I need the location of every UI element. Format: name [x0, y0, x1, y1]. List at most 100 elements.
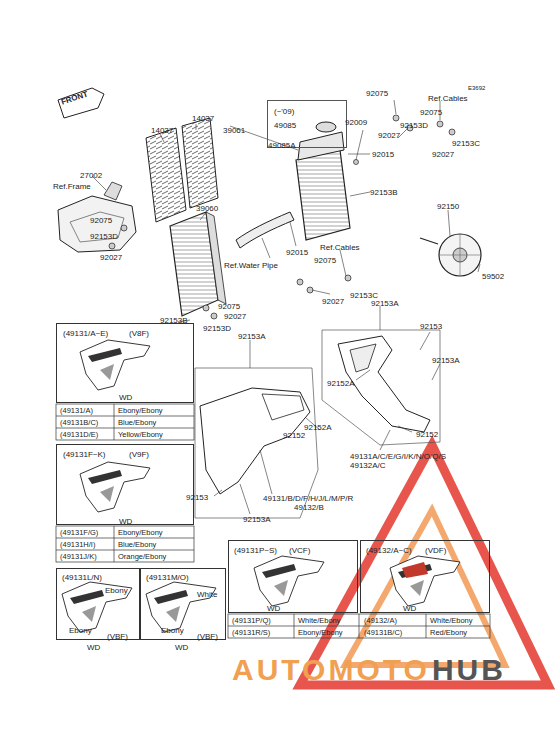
callout-number: E3692 — [468, 84, 485, 93]
table-cell: Blue/Ebony — [118, 418, 156, 427]
callout-number: 92027 — [224, 312, 246, 321]
table-cell: White/Ebony — [298, 616, 341, 625]
callout-number: 92015 — [372, 150, 394, 159]
color-table — [56, 404, 490, 638]
inset-box: (49131M/O)WhiteEbony(VBF)WD — [140, 568, 226, 640]
table-cell: (49131D/E) — [60, 430, 98, 439]
table-cell: Red/Ebony — [430, 628, 467, 637]
callout-number: 92153D — [203, 324, 231, 333]
callout-number: 92153D — [90, 232, 118, 241]
callout-number: 92152 — [283, 431, 305, 440]
callout-number: 92015 — [286, 248, 308, 257]
callout-number: 92153A — [432, 356, 460, 365]
callout-number: 92153B — [370, 188, 398, 197]
water-hose — [236, 212, 294, 248]
variant-text: White — [197, 590, 217, 599]
callout-number: 92153C — [350, 291, 378, 300]
part-number: (~'09) — [274, 107, 294, 116]
watermark: AUTOMOTO — [232, 654, 430, 686]
inset-box: (49131/A~E) (V8F) WD — [56, 323, 194, 403]
table-cell: (49131J/K) — [60, 552, 97, 561]
shroud-thumbnail — [62, 582, 132, 632]
inset-box: (49131P~S)(VCF)WD — [228, 540, 358, 613]
variant-text: 49085 — [274, 121, 296, 130]
variant-text: (VCF) — [289, 546, 310, 555]
callout-number: 49131A/C/E/G/I/K/N/O/Q/S — [350, 452, 446, 461]
callout-number: 92152A — [304, 423, 332, 432]
inset-box: (49131L/N)EbonyEbony(VBF)WD — [56, 568, 140, 640]
table-cell: Yellow/Ebony — [118, 430, 163, 439]
frame-bracket — [58, 196, 136, 252]
callout-number: 92153A — [238, 332, 266, 341]
callout-number: 92153A — [371, 299, 399, 308]
table-cell: Ebony/Ebony — [298, 628, 343, 637]
callout-number: 49131/B/D/F/H/J/L/M/P/R — [263, 494, 353, 503]
part-number: (49132/A~C) — [366, 546, 412, 555]
variant-text: Ebony — [69, 626, 92, 635]
cooling-fan — [439, 234, 481, 276]
callout-number: 92150 — [437, 202, 459, 211]
shroud-region — [322, 330, 440, 445]
radiator-grille — [182, 118, 218, 208]
callout-number: 92009 — [345, 118, 367, 127]
variant-text: Ebony — [105, 586, 128, 595]
inset-box: (49131F~K)(V9F)WD — [56, 444, 194, 525]
watermark-triangle — [300, 445, 548, 685]
callout-number: 92027 — [432, 150, 454, 159]
callout-number: 92027 — [100, 253, 122, 262]
callout-number: 59502 — [482, 272, 504, 281]
fasteners — [109, 115, 455, 319]
table-cell: Orange/Ebony — [118, 552, 166, 561]
table-cell: (49132/A) — [364, 616, 397, 625]
callout-number: 39060 — [196, 204, 218, 213]
table-cell: (49131H/I) — [60, 540, 95, 549]
callout-number: 49132A/C — [350, 461, 386, 470]
table-cell: White/Ebony — [430, 616, 473, 625]
part-number: (49131F~K) — [63, 450, 105, 459]
table-cell: Ebony/Ebony — [118, 406, 163, 415]
variant-text: (V8F) — [129, 329, 149, 338]
variant-text: Ebony — [161, 626, 184, 635]
callout-number: Ref.Cables — [320, 243, 360, 252]
table-cell: (49131R/S) — [232, 628, 270, 637]
shroud-thumbnail — [254, 556, 324, 606]
table-cell: (49131B/C) — [364, 628, 402, 637]
callout-number: 92075 — [420, 108, 442, 117]
part-number: (49131/A~E) — [63, 329, 108, 338]
callout-number: 92152 — [416, 430, 438, 439]
bolt-27002 — [104, 182, 122, 200]
variant-box: (~'09) 49085 — [267, 100, 347, 148]
radiator-grille — [146, 128, 186, 222]
table-cell: (49131P/Q) — [232, 616, 271, 625]
table-cell: Blue/Ebony — [118, 540, 156, 549]
red-stripe — [402, 562, 428, 578]
variant-text: WD — [119, 393, 132, 402]
part-number: (49131L/N) — [62, 573, 102, 582]
callout-number: 49085A — [268, 141, 296, 150]
callout-number: 39061 — [223, 126, 245, 135]
callout-number: 92153 — [420, 322, 442, 331]
callout-number: 92153B — [160, 316, 188, 325]
leader-lines — [92, 100, 480, 514]
shroud-thumbnail — [80, 462, 150, 512]
shroud-thumbnail — [146, 582, 216, 632]
variant-text: (V9F) — [129, 450, 149, 459]
variant-text: WD — [87, 643, 100, 652]
callout-number: Ref.Water Pipe — [224, 261, 278, 270]
radiator-cap — [316, 122, 336, 132]
callout-number: 14037 — [151, 126, 173, 135]
table-cell: (49131/A) — [60, 406, 93, 415]
variant-text: (VBF) — [107, 632, 128, 641]
callout-number: 14037 — [192, 114, 214, 123]
inset-box: (49132/A~C)(VDF)WD — [360, 540, 490, 613]
table-cell: (49131F/G) — [60, 528, 98, 537]
part-number: (49131M/O) — [146, 573, 189, 582]
front-arrow — [58, 88, 104, 118]
variant-text: WD — [267, 604, 280, 613]
callout-number: 92153C — [452, 139, 480, 148]
callout-number: 92075 — [90, 216, 112, 225]
variant-text: (VBF) — [197, 632, 218, 641]
table-cell: Ebony/Ebony — [118, 528, 163, 537]
callout-number: 92075 — [314, 256, 336, 265]
callout-number: Ref.Cables — [428, 94, 468, 103]
